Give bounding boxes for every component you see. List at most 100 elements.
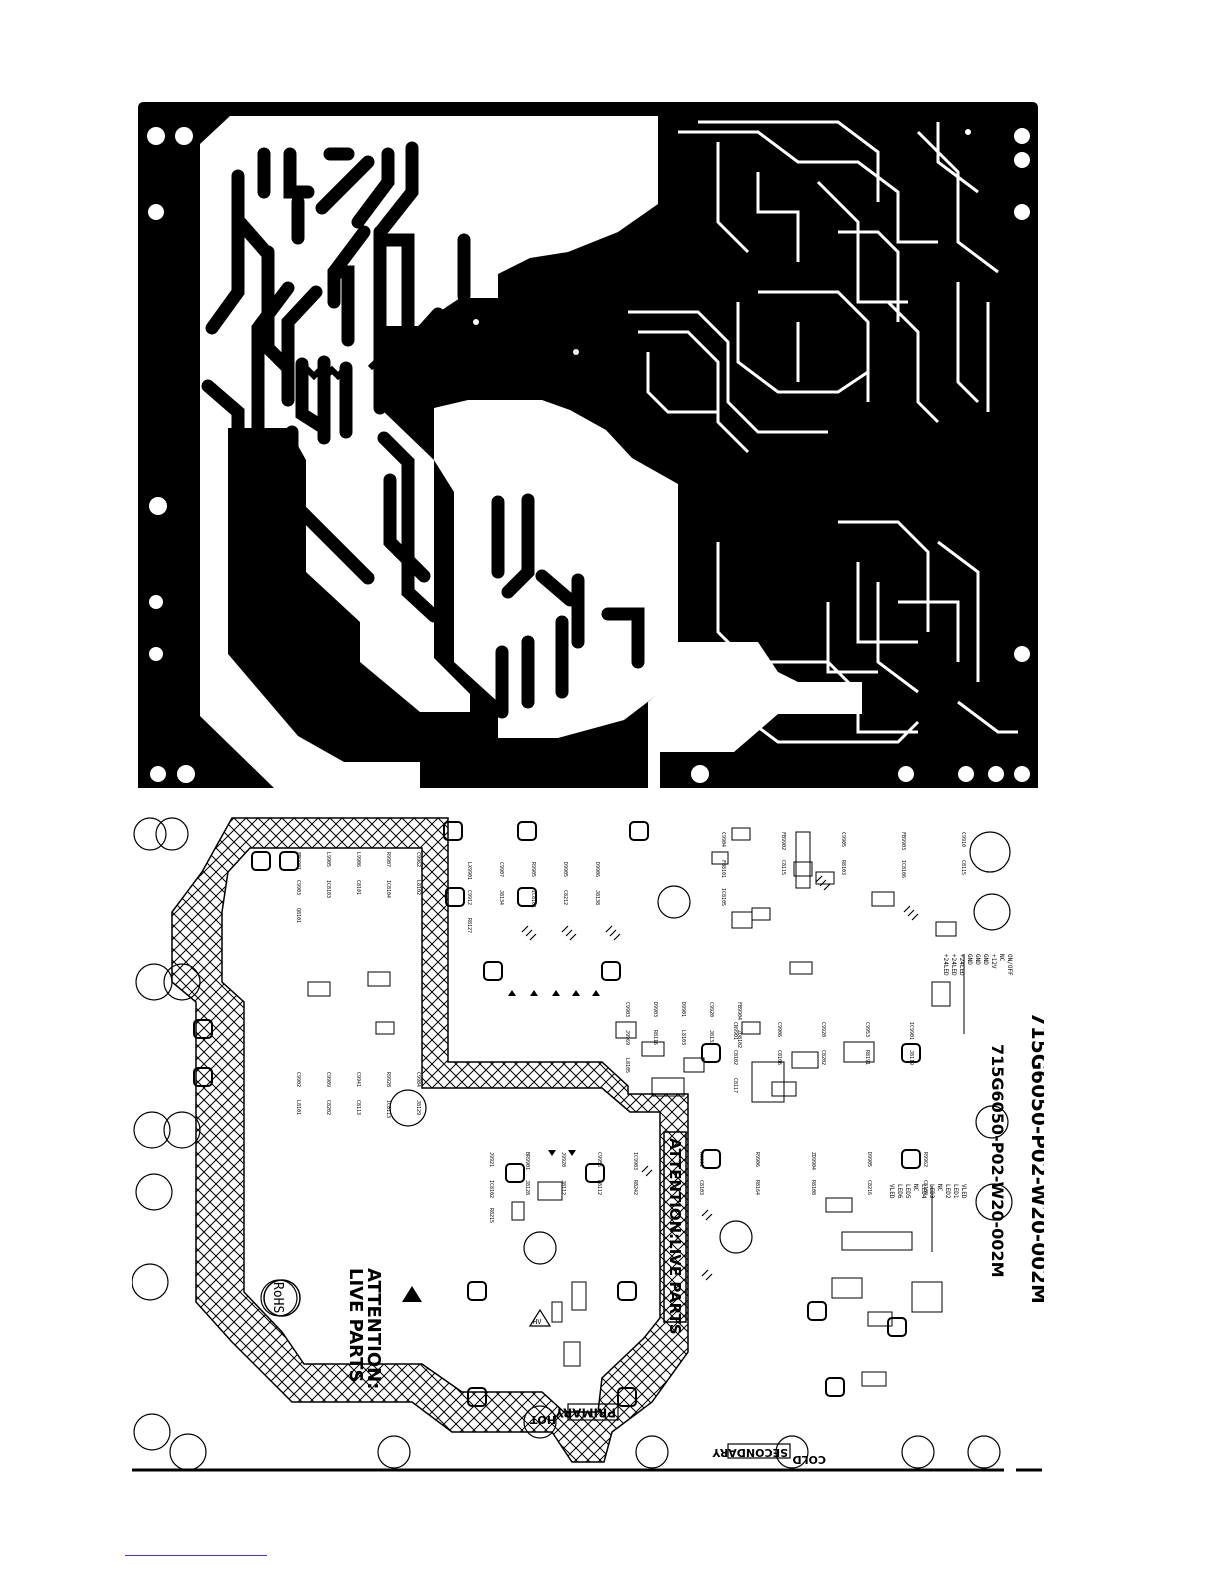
component-label: J8128 bbox=[524, 1180, 530, 1195]
component-label: IC9901 bbox=[908, 1022, 914, 1040]
component-label: C9906 bbox=[776, 1022, 782, 1037]
component-label: D9901 bbox=[680, 1002, 686, 1017]
component-label: J8132 bbox=[708, 1030, 714, 1045]
hazard-symbol bbox=[402, 1286, 422, 1302]
component-label: C9984 bbox=[415, 1072, 421, 1087]
component-label: R8116 bbox=[652, 1030, 658, 1045]
component-label: R8164 bbox=[754, 1180, 760, 1195]
component-label: C8212 bbox=[562, 890, 568, 905]
component-label: R8242 bbox=[632, 1180, 638, 1195]
isolation-region-center bbox=[460, 116, 658, 298]
component-label: L9905 bbox=[325, 852, 331, 867]
connector-pin-label: +24LED bbox=[942, 954, 949, 976]
component-label: R8127 bbox=[466, 918, 472, 933]
component-outlines bbox=[307, 827, 957, 1387]
led-pin-label: LED2 bbox=[944, 1184, 951, 1199]
component-label: LX9901 bbox=[466, 862, 472, 880]
primary-traces bbox=[201, 141, 645, 719]
led-pin-label: LED5 bbox=[904, 1184, 911, 1199]
component-label: C9909 bbox=[325, 1072, 331, 1087]
component-label: C9941 bbox=[355, 1072, 361, 1087]
component-label: FB8101 bbox=[720, 860, 726, 878]
component-label: IC8104 bbox=[385, 880, 391, 898]
connector-pin-label: GND bbox=[974, 954, 981, 965]
connector-pins-lines bbox=[931, 954, 965, 1252]
component-label: D9906 bbox=[594, 862, 600, 877]
mounting-holes bbox=[147, 127, 1030, 783]
component-label: C8115 bbox=[780, 860, 786, 875]
component-label: ZD8102 bbox=[736, 1030, 742, 1048]
connector-pin-label: GND bbox=[966, 954, 973, 965]
rohs-circle bbox=[263, 1279, 301, 1317]
secondary-traces bbox=[628, 120, 1018, 744]
secondary-label: SECONDARY bbox=[711, 1446, 788, 1459]
component-label: C9920 bbox=[820, 1022, 826, 1037]
component-label: C9953 bbox=[864, 1022, 870, 1037]
component-label: ZD9904 bbox=[810, 1152, 816, 1170]
silk-circles bbox=[132, 817, 1013, 1471]
isolation-band bbox=[171, 817, 689, 1463]
zigzag-trace-2 bbox=[367, 357, 421, 373]
component-label: R9928 bbox=[385, 1072, 391, 1087]
cold-label: COLD bbox=[792, 1453, 826, 1466]
svg-text:715G6050-P02-W20-002M: 715G6050-P02-W20-002M bbox=[1027, 1012, 1044, 1304]
component-label: IC8106 bbox=[900, 860, 906, 878]
component-label: J9920 bbox=[560, 1152, 566, 1167]
component-label: C8202 bbox=[820, 1050, 826, 1065]
component-label: R9906 bbox=[754, 1152, 760, 1167]
component-label: C9912 bbox=[466, 890, 472, 905]
connector-pin-label: NC bbox=[998, 954, 1005, 962]
component-label: L9906 bbox=[355, 852, 361, 867]
component-label: IC8113 bbox=[385, 1100, 391, 1118]
connector-pin-label: +24LED bbox=[958, 954, 965, 976]
component-label: D9905 bbox=[866, 1152, 872, 1167]
connector-pin-label: GND bbox=[982, 954, 989, 965]
component-label: J8129 bbox=[415, 1100, 421, 1115]
attention-live-parts-box bbox=[663, 1131, 687, 1323]
component-label: R8108 bbox=[810, 1180, 816, 1195]
rotated-model-bottom: 715G6050-P02-W20-002M bbox=[988, 1044, 1007, 1278]
component-label: R8103 bbox=[840, 860, 846, 875]
isolation-gap bbox=[648, 692, 660, 790]
component-label: R8112 bbox=[596, 1180, 602, 1195]
component-label: C9910 bbox=[960, 832, 966, 847]
zigzag-trace-1 bbox=[299, 365, 353, 381]
component-label: FB9904 bbox=[736, 1002, 742, 1020]
pcb-silkscreen-layer: 715G6050-P02-W20-002M 715G6050-P02-W20-0… bbox=[132, 817, 1044, 1472]
component-label: J8138 bbox=[594, 890, 600, 905]
component-label: R9901 bbox=[698, 1152, 704, 1167]
connector-pin-label: +24LED bbox=[950, 954, 957, 976]
component-label: C8102 bbox=[732, 1050, 738, 1065]
component-label: L8103 bbox=[680, 1030, 686, 1045]
led-pin-label: VLED bbox=[960, 1184, 967, 1199]
component-label: IC8102 bbox=[488, 1180, 494, 1198]
orientation-arrows bbox=[508, 990, 600, 1156]
component-label: J9969 bbox=[624, 1030, 630, 1045]
component-label: J8119 bbox=[908, 1050, 914, 1065]
component-label: C9902 bbox=[295, 1072, 301, 1087]
rotated-model-top: 715G6050-P02-W20-002M bbox=[1027, 1012, 1044, 1304]
connector-pin-label: +12V bbox=[990, 954, 997, 969]
component-label: C8109 bbox=[922, 1180, 928, 1195]
component-label: D9905 bbox=[562, 862, 568, 877]
svg-text:715G6050-P02-W20-002M: 715G6050-P02-W20-002M bbox=[988, 1044, 1007, 1278]
component-label: R9905 bbox=[530, 862, 536, 877]
hv-label: HV bbox=[533, 1318, 542, 1326]
component-label: FB9903 bbox=[900, 832, 906, 850]
component-label: R9962 bbox=[922, 1152, 928, 1167]
component-label: L8101 bbox=[295, 1100, 301, 1115]
component-label: C8113 bbox=[355, 1100, 361, 1115]
component-label: R9907 bbox=[385, 852, 391, 867]
component-label: C8117 bbox=[732, 1078, 738, 1093]
component-label: IC8101 bbox=[530, 890, 536, 908]
svg-text:ATTENTION:LIVE PARTS: ATTENTION:LIVE PARTS bbox=[666, 1138, 684, 1335]
component-label: Q8101 bbox=[295, 908, 301, 923]
svg-text:COLD: COLD bbox=[792, 1453, 826, 1466]
svg-text:LIVE PARTS: LIVE PARTS bbox=[345, 1268, 366, 1382]
component-label: IC9903 bbox=[632, 1152, 638, 1170]
svg-text:RoHS: RoHS bbox=[270, 1282, 285, 1313]
component-label: R8191 bbox=[864, 1050, 870, 1065]
footer-link-underline[interactable] bbox=[125, 1555, 267, 1556]
component-label: D9903 bbox=[652, 1002, 658, 1017]
